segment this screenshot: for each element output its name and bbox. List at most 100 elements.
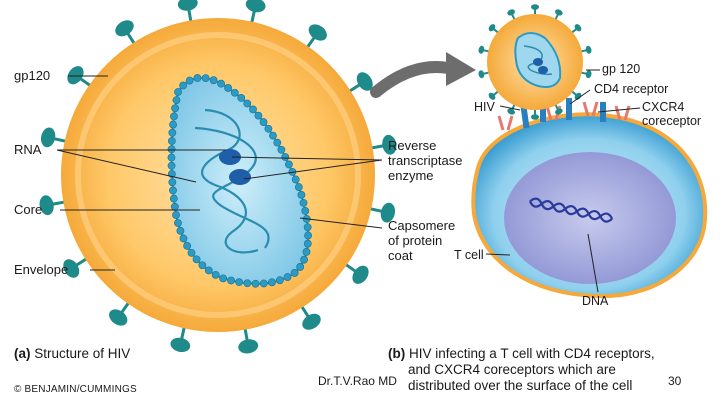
capsomere-bead bbox=[269, 131, 277, 140]
label-cd4-receptor: CD4 receptor bbox=[594, 82, 669, 96]
capsomere-bead bbox=[201, 74, 210, 83]
capsomere-bead bbox=[219, 274, 228, 283]
reverse-transcriptase-2 bbox=[229, 169, 251, 185]
capsomere-bead bbox=[273, 138, 282, 147]
capsomere-bead bbox=[167, 145, 176, 154]
gp120-knob bbox=[356, 72, 373, 91]
t-cell bbox=[471, 98, 708, 299]
capsomere-bead bbox=[251, 279, 260, 288]
label-hiv: HIV bbox=[474, 100, 495, 114]
gp120-knob bbox=[531, 4, 539, 10]
label-envelope: Envelope bbox=[14, 262, 69, 277]
capsomere-bead bbox=[171, 104, 179, 113]
gp120-knob bbox=[245, 0, 266, 13]
gp120-knob bbox=[302, 313, 321, 330]
gp120-knob bbox=[67, 66, 84, 85]
capsomere-bead bbox=[243, 99, 252, 108]
capsomere-bead bbox=[299, 198, 308, 207]
capsomere-bead bbox=[237, 94, 246, 102]
gp120-knob bbox=[352, 265, 369, 284]
infection-arrow bbox=[370, 61, 454, 98]
capsomere-bead bbox=[209, 76, 218, 85]
author-footer: Dr.T.V.Rao MD bbox=[318, 374, 397, 388]
leader-lines-b bbox=[485, 69, 641, 293]
capsomere-bead bbox=[275, 276, 284, 285]
gp120-knob bbox=[238, 339, 259, 354]
capsomere-bead bbox=[167, 161, 176, 170]
label-t-cell: T cell bbox=[454, 248, 484, 262]
capsomere-bead bbox=[169, 186, 177, 195]
capsomere-bead bbox=[204, 266, 213, 275]
capsomere-bead bbox=[297, 190, 306, 199]
gp120-knob bbox=[382, 134, 397, 155]
capsomere-bead bbox=[277, 145, 286, 154]
publisher-credit: © BENJAMIN/CUMMINGS bbox=[14, 384, 137, 395]
capsomere-bead bbox=[170, 202, 179, 211]
label-gp120: gp120 bbox=[14, 68, 51, 83]
gp120-knob bbox=[63, 259, 80, 278]
dna-helix-2 bbox=[528, 200, 613, 223]
capsomere-bead bbox=[187, 248, 196, 257]
capsomere-bead bbox=[167, 137, 176, 145]
caption-a: (a) Structure of HIV bbox=[14, 346, 131, 361]
reverse-transcriptase-1 bbox=[219, 149, 241, 165]
label-capsomere: Capsomere of protein coat bbox=[388, 218, 456, 263]
capsomere-bead bbox=[224, 84, 232, 92]
gp120-knob bbox=[585, 45, 592, 54]
gp120-knob bbox=[478, 45, 485, 54]
t-cell-nucleus bbox=[504, 152, 676, 284]
capsomere-bead bbox=[296, 263, 305, 271]
capsomere-bead bbox=[183, 241, 192, 250]
label-gp120-b: gp 120 bbox=[602, 62, 641, 76]
capsomere-bead bbox=[174, 219, 182, 227]
capsomere-bead bbox=[259, 279, 268, 288]
rna-strand-1 bbox=[201, 108, 259, 254]
gp120-knob bbox=[380, 202, 396, 223]
label-reverse-transcriptase: Reverse transcriptase enzyme bbox=[388, 138, 463, 183]
capsomere-bead bbox=[304, 231, 312, 240]
capsomere-bead bbox=[303, 239, 312, 248]
capsomere-bead bbox=[168, 178, 177, 187]
capsomere-beads bbox=[167, 74, 312, 288]
capsomere-bead bbox=[179, 234, 188, 243]
gp120-knob bbox=[488, 24, 496, 32]
capsomere-bead bbox=[172, 211, 180, 219]
gp120-knob bbox=[478, 70, 485, 79]
capsomere-bead bbox=[254, 111, 263, 120]
gp120-knob bbox=[555, 108, 563, 115]
gp120-knob bbox=[555, 9, 563, 16]
page-number: 30 bbox=[668, 374, 682, 388]
capsomere-bead bbox=[235, 278, 244, 287]
infection-arrow-head bbox=[446, 52, 476, 86]
envelope-inner-ring bbox=[75, 32, 361, 318]
label-cxcr4: CXCR4 coreceptor bbox=[642, 100, 702, 128]
gp120-knob bbox=[308, 24, 327, 41]
gp120-knob bbox=[574, 92, 582, 100]
gp120-knob bbox=[531, 114, 539, 120]
capsomere-bead bbox=[268, 278, 276, 287]
capsomere-bead bbox=[169, 194, 178, 203]
dna-helix bbox=[529, 197, 614, 221]
label-core: Core bbox=[14, 202, 43, 217]
capsomere-bead bbox=[230, 88, 239, 97]
gp120-knob bbox=[109, 309, 128, 326]
gp120-knob bbox=[507, 9, 515, 16]
gp120-knob bbox=[177, 0, 198, 11]
capsomere-bead bbox=[176, 226, 185, 235]
leader-lines-a bbox=[56, 75, 383, 271]
capsomere-bead bbox=[217, 79, 225, 88]
capsomere-bead bbox=[264, 124, 273, 133]
capsomere-bead bbox=[301, 207, 310, 215]
capsomere-bead bbox=[227, 276, 235, 285]
gp120-knob bbox=[170, 337, 191, 353]
capsomere-bead bbox=[285, 160, 293, 169]
label-dna: DNA bbox=[582, 294, 609, 308]
hiv-virion-large bbox=[39, 0, 397, 354]
capsomere-bead bbox=[174, 88, 182, 96]
capsomere-bead bbox=[167, 153, 176, 162]
capsomere-bead bbox=[259, 118, 268, 126]
capsomere-bead bbox=[170, 112, 178, 121]
capsomere-bead bbox=[290, 269, 299, 277]
caption-b: (b) HIV infecting a T cell with CD4 rece… bbox=[388, 346, 655, 393]
rna-strand-2 bbox=[194, 126, 270, 249]
